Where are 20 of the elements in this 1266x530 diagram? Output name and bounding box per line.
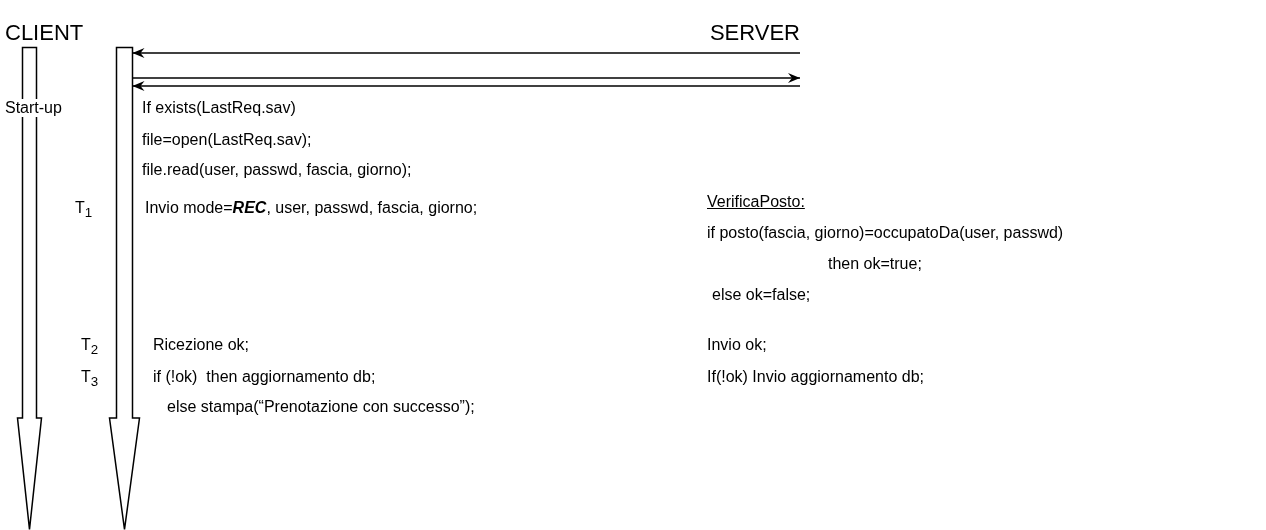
code-line: then ok=true; <box>828 255 922 273</box>
code-line: if posto(fascia, giorno)=occupatoDa(user, passwd) <box>707 224 1064 242</box>
lane-title: CLIENT <box>5 19 84 45</box>
code-line: If exists(LastReq.sav) <box>142 99 296 117</box>
time-label: T$_{3}$ <box>81 368 99 392</box>
code-line: else stampa(“Prenotazione con successo”); <box>167 398 475 416</box>
code-line: else ok=false; <box>712 286 811 304</box>
code-line: Invio ok; <box>707 336 767 354</box>
time-label: T$_{2}$ <box>81 336 99 360</box>
message-arrow <box>131 73 801 83</box>
code-line: If(!ok) Invio aggiornamento db; <box>707 368 924 386</box>
code-line: Ricezione ok; <box>153 336 250 354</box>
lane-title: SERVER <box>709 19 800 45</box>
timeline-arrow <box>109 47 140 530</box>
message-arrow <box>131 48 801 58</box>
code-line: if (!ok) then aggiornamento db; <box>153 368 376 386</box>
step-label: Start-up <box>5 99 62 117</box>
time-label: T$_{1}$ <box>75 199 93 223</box>
message-arrow <box>131 81 801 91</box>
procedure-heading: VerificaPosto: <box>707 193 805 211</box>
